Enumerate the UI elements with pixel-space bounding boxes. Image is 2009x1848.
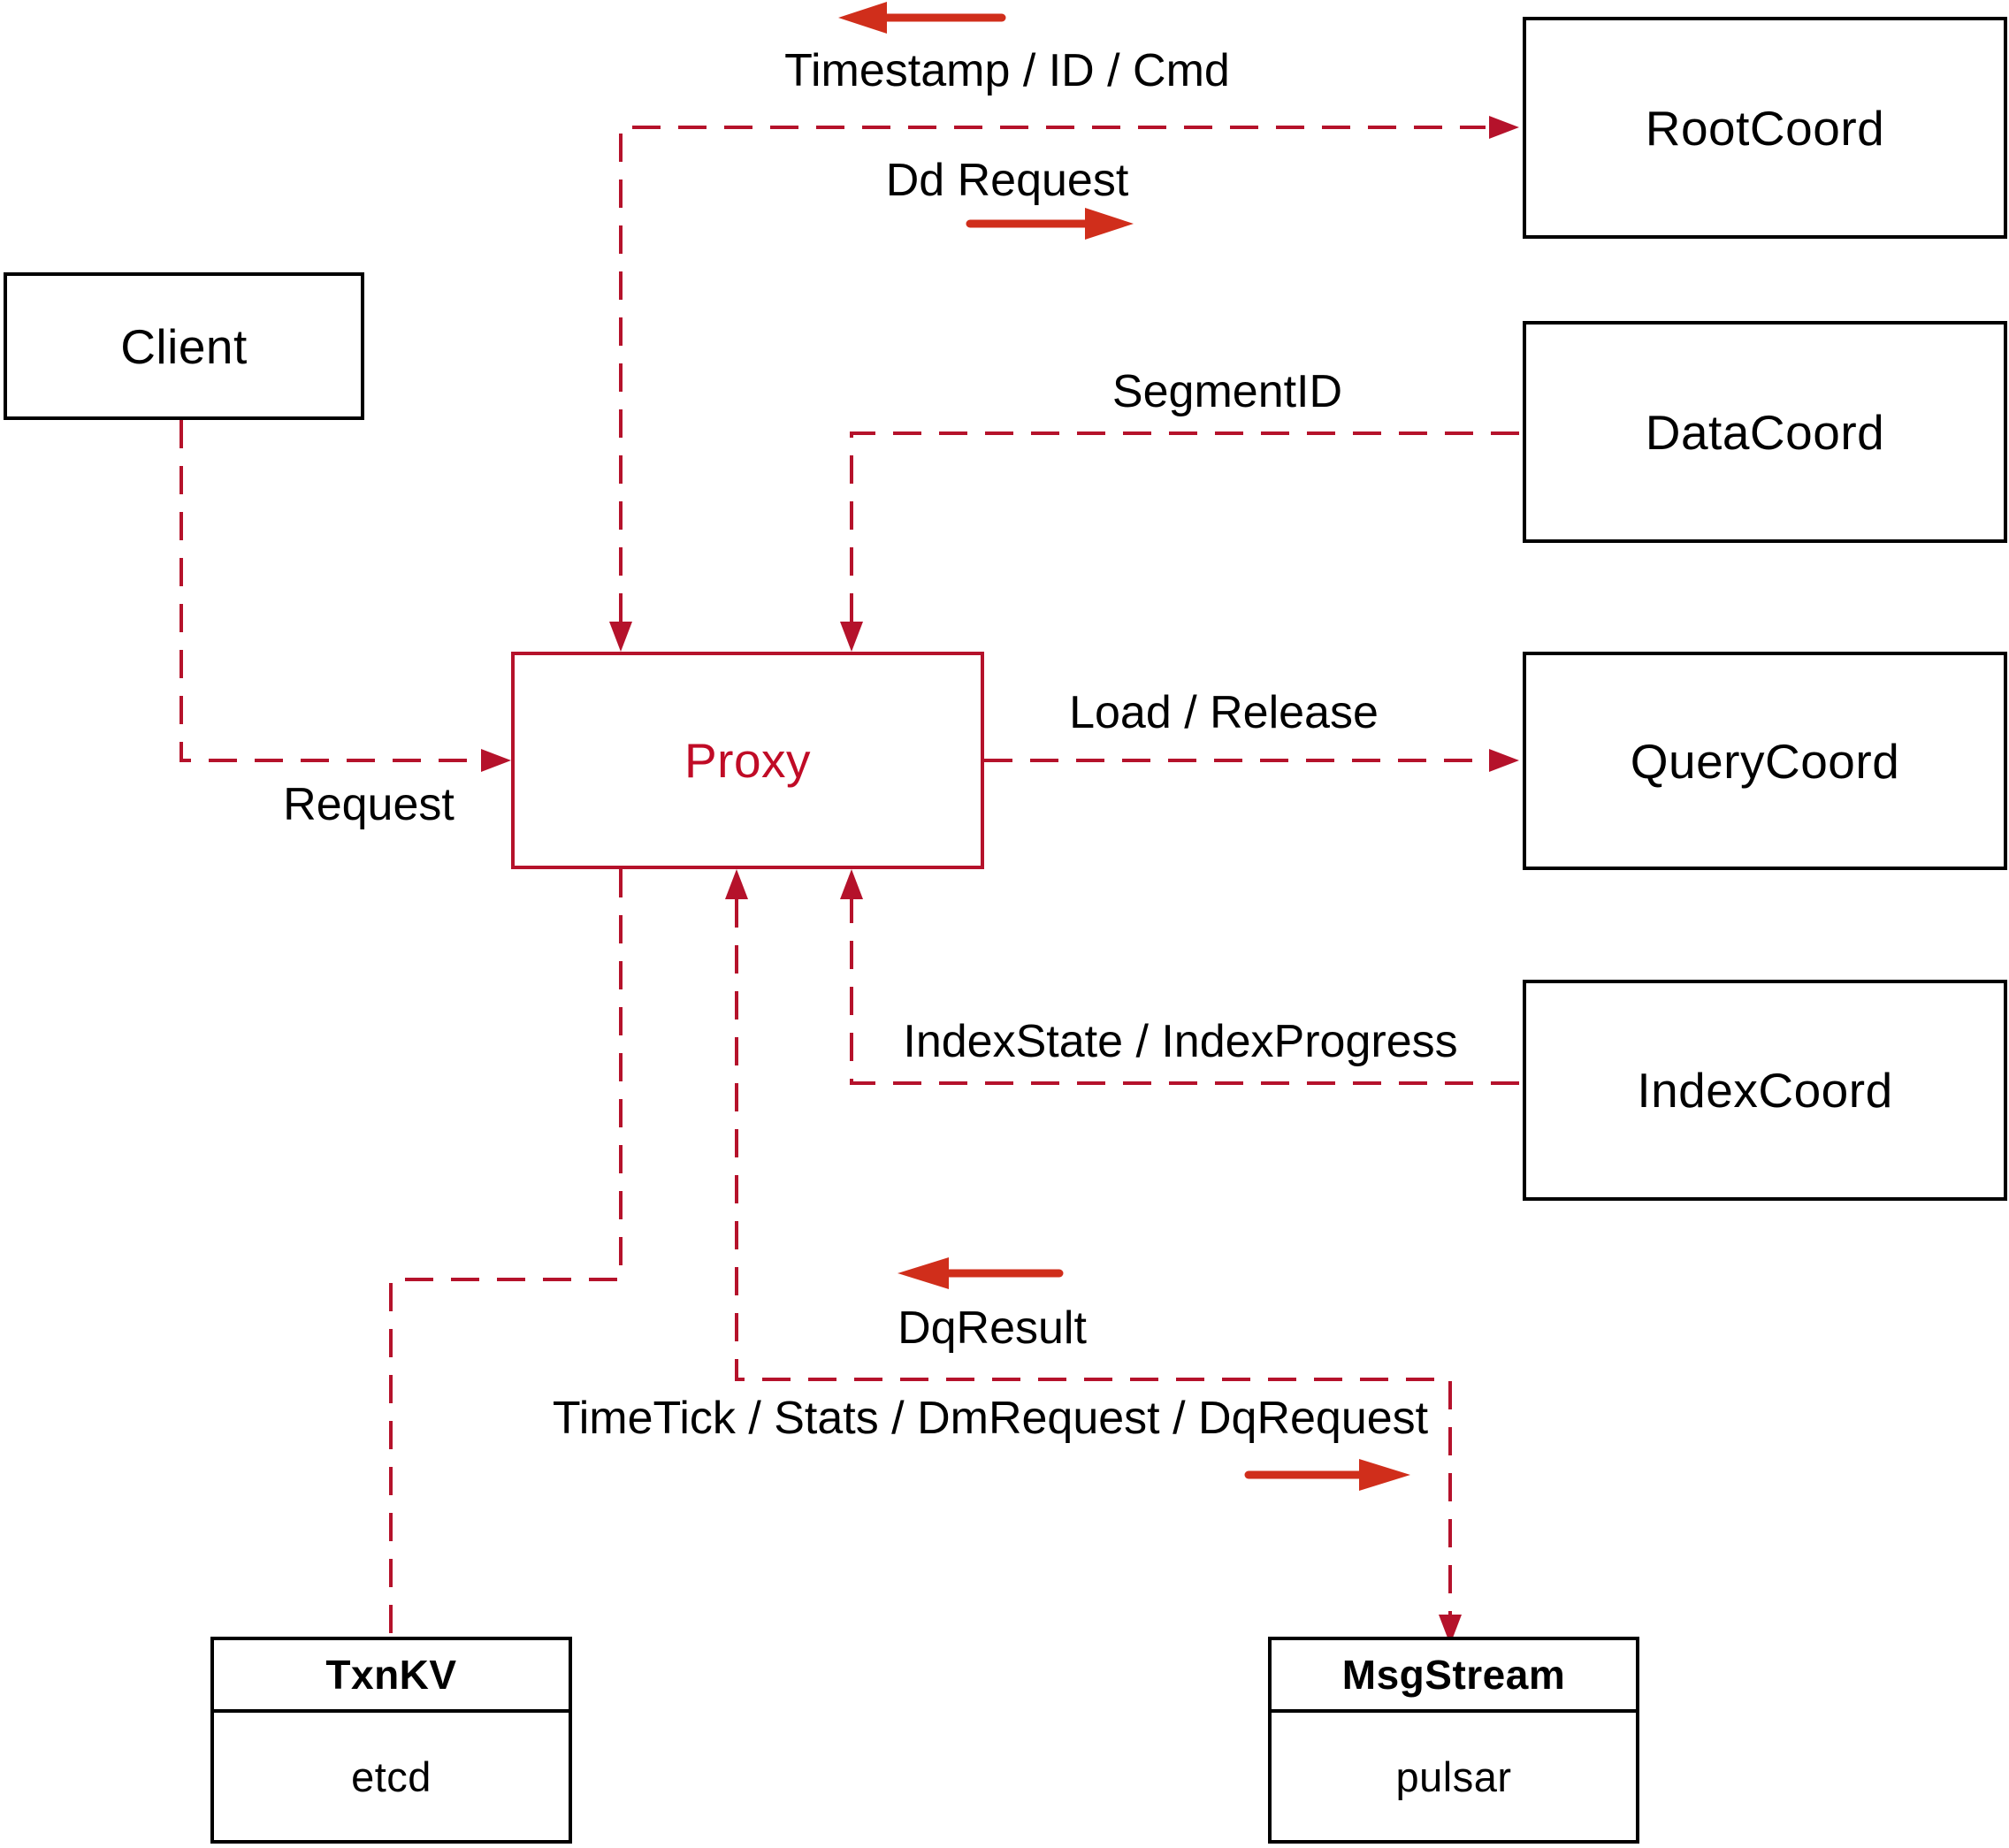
edge-proxy-msgstream-line (735, 899, 1452, 1615)
arrowhead-into-proxy-bottom-from-indexcoord (840, 869, 863, 899)
edge-label-indexstate-indexprogress: IndexState / IndexProgress (903, 1016, 1458, 1067)
node-proxy: Proxy (511, 652, 984, 869)
node-client: Client (4, 272, 364, 420)
edge-proxy-rootcoord-line (619, 126, 1486, 622)
edge-client-proxy-line (180, 420, 477, 762)
node-rootcoord-label: RootCoord (1645, 100, 1885, 156)
edge-label-dqresult: DqResult (898, 1302, 1087, 1354)
direction-arrowhead-left-timestamp-icon (838, 2, 887, 34)
node-client-label: Client (120, 318, 248, 374)
edge-indexcoord-proxy-line (850, 899, 1519, 1085)
node-indexcoord: IndexCoord (1523, 980, 2007, 1201)
node-msgstream: MsgStream pulsar (1268, 1637, 1639, 1844)
arrowhead-into-proxy-top-from-rootcoord (609, 622, 632, 652)
edge-label-load-release: Load / Release (1069, 687, 1379, 738)
edge-datacoord-proxy-line (850, 431, 1519, 622)
node-datacoord: DataCoord (1523, 321, 2007, 543)
direction-arrowhead-left-dqresult-icon (898, 1257, 949, 1289)
node-txnkv: TxnKV etcd (210, 1637, 572, 1844)
direction-arrowhead-right-dd-request-icon (1085, 208, 1134, 240)
edge-label-request: Request (283, 779, 455, 830)
edge-label-timestamp-id-cmd: Timestamp / ID / Cmd (784, 45, 1230, 96)
edge-label-dd-request: Dd Request (885, 155, 1129, 206)
node-msgstream-title: MsgStream (1272, 1640, 1636, 1713)
node-txnkv-title: TxnKV (214, 1640, 569, 1713)
node-rootcoord: RootCoord (1523, 17, 2007, 239)
arrowhead-into-proxy-top-from-datacoord (840, 622, 863, 652)
node-txnkv-impl: etcd (351, 1753, 432, 1800)
arrowhead-into-msgstream (1439, 1615, 1462, 1645)
arrowhead-into-proxy-bottom-from-msgstream (725, 869, 748, 899)
node-proxy-label: Proxy (684, 733, 812, 788)
arrowhead-into-querycoord (1489, 749, 1519, 772)
node-querycoord-label: QueryCoord (1630, 733, 1900, 789)
edge-label-segmentid: SegmentID (1111, 366, 1343, 417)
arrowhead-into-proxy-left-from-client (481, 749, 511, 772)
node-msgstream-impl: pulsar (1395, 1753, 1512, 1800)
node-datacoord-label: DataCoord (1645, 404, 1885, 460)
node-querycoord: QueryCoord (1523, 652, 2007, 870)
edge-label-timetick-stats-dmrequest-dqrequest: TimeTick / Stats / DmRequest / DqRequest (552, 1393, 1429, 1444)
arrowhead-into-rootcoord (1489, 116, 1519, 139)
node-indexcoord-label: IndexCoord (1637, 1063, 1893, 1118)
direction-arrowhead-right-timetick-icon (1359, 1459, 1410, 1491)
edge-proxy-txnkv-line (389, 869, 623, 1637)
